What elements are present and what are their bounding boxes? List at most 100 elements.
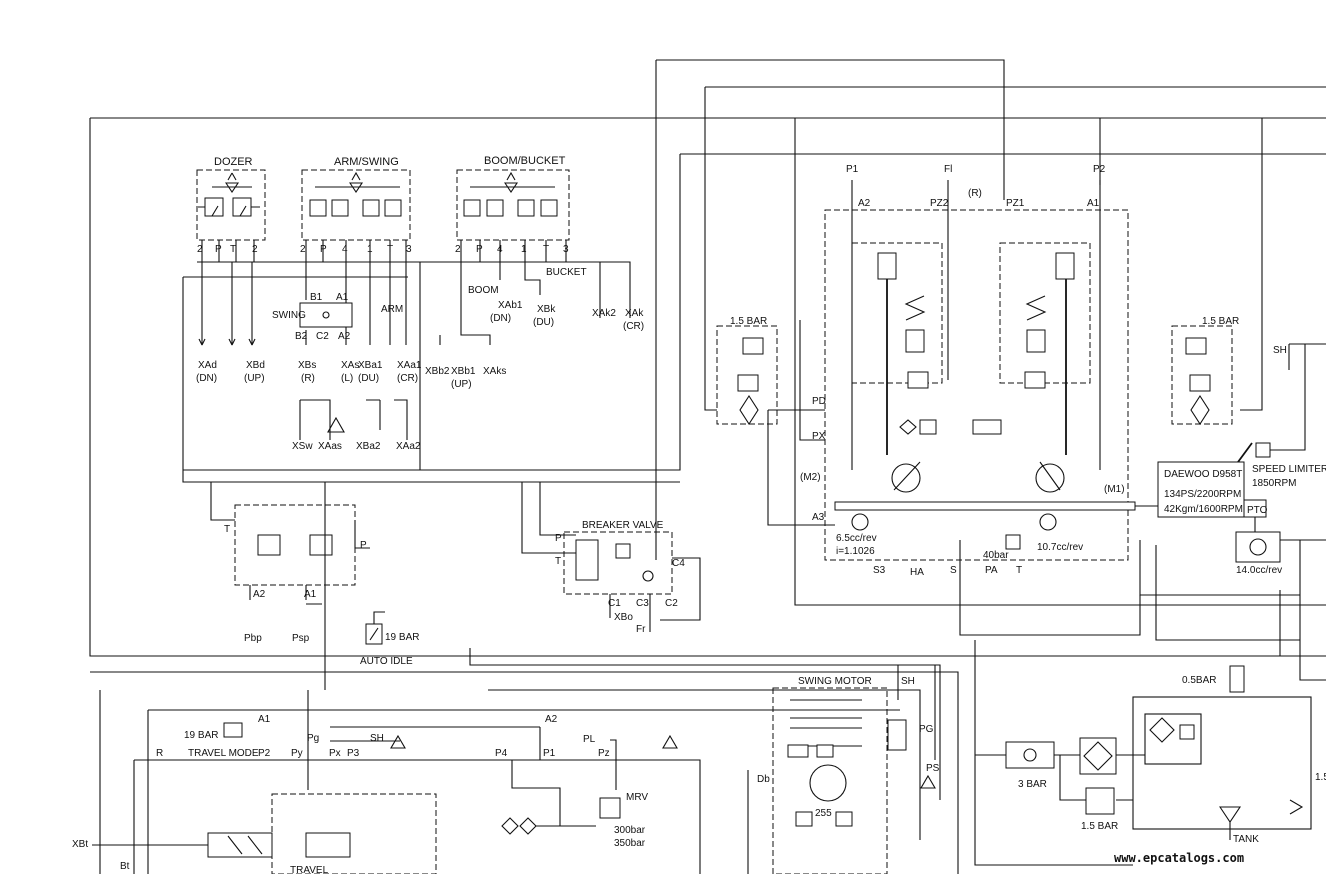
arm-label: ARM <box>381 304 403 315</box>
pilot-lines <box>197 261 631 470</box>
xbk-du: (DU) <box>533 317 554 328</box>
mrv-p2: 350bar <box>614 838 646 849</box>
swing-motor-sh: SH <box>901 676 915 687</box>
arm-port-p: P <box>320 244 327 255</box>
bucket-label: BUCKET <box>546 267 587 278</box>
pg-motor: PG <box>919 724 934 735</box>
pump-pd: PD <box>812 396 826 407</box>
bar15-right: 1.5 BAR <box>1202 316 1239 327</box>
lower-p2: P2 <box>258 748 271 759</box>
pump-pz2: PZ2 <box>930 198 949 209</box>
pump-s3: S3 <box>873 565 886 576</box>
block-t: T <box>224 524 230 535</box>
travel-mode-label: TRAVEL MODE <box>188 748 259 759</box>
xbb2: XBb2 <box>425 366 450 377</box>
boom-bucket-pilot-valve: BOOM/BUCKET 2 P 4 1 T 3 <box>455 155 570 262</box>
pump-p2: P2 <box>1093 164 1106 175</box>
swing-a1: A1 <box>336 292 349 303</box>
lower-a2: A2 <box>545 714 558 725</box>
main-pump: P1 Fl P2 A2 PZ2 (R) PZ1 A1 PD PX (M2) (M… <box>767 164 1136 578</box>
xad-dn: (DN) <box>196 373 217 384</box>
swing-b2: B2 <box>295 331 308 342</box>
dozer-port-t: T <box>230 244 236 255</box>
db-port: Db <box>757 774 770 785</box>
pump-pa: PA <box>985 565 998 576</box>
tank-label: TANK <box>1233 834 1259 845</box>
signal-labels: XAd (DN) XBd (UP) XBs (R) XAs (L) XBa1 (… <box>196 300 644 452</box>
swing-motor-label: SWING MOTOR <box>798 676 872 687</box>
swing-relief: 255 <box>815 808 832 819</box>
pump-a3: A3 <box>812 512 825 523</box>
auto-idle-valve: 19 BAR AUTO IDLE <box>360 611 419 667</box>
pump-r: (R) <box>968 188 982 199</box>
bar15-left: 1.5 BAR <box>730 316 767 327</box>
xad: XAd <box>198 360 217 371</box>
xak-cr: (CR) <box>623 321 644 332</box>
pump-ratio: i=1.1026 <box>836 546 875 557</box>
pump-px: PX <box>812 431 826 442</box>
breaker-c2: C2 <box>665 598 678 609</box>
xab1: XAb1 <box>498 300 523 311</box>
xsw: XSw <box>292 441 313 452</box>
bt: Bt <box>120 861 130 872</box>
frame-lines <box>89 59 1326 681</box>
breaker-valve: BREAKER VALVE P T C4 C1 C3 C2 XBo Fr <box>521 482 701 635</box>
block-a1: A1 <box>304 589 317 600</box>
breaker-c1: C1 <box>608 598 621 609</box>
lower-p4: P4 <box>495 748 508 759</box>
lower-py: Py <box>291 748 303 759</box>
pbp: Pbp <box>244 633 262 644</box>
pilot-reducing-block: T P A2 A1 Pbp Psp <box>210 482 370 644</box>
arm-port-t: T <box>387 244 393 255</box>
left-return-filter: 1.5 BAR <box>716 316 778 426</box>
bar05-label: 0.5BAR <box>1182 675 1216 686</box>
pump-a2: A2 <box>858 198 871 209</box>
boom-port-3: 3 <box>563 244 569 255</box>
right-return-filter: 1.5 BAR SH <box>1171 316 1326 426</box>
breaker-valve-label: BREAKER VALVE <box>582 520 664 531</box>
auto-idle-label: AUTO IDLE <box>360 656 413 667</box>
arm-port-3: 3 <box>406 244 412 255</box>
block-p: P <box>360 540 367 551</box>
pump-m2: (M2) <box>800 472 821 483</box>
bar3-label: 3 BAR <box>1018 779 1047 790</box>
xbk: XBk <box>537 304 556 315</box>
dozer-pilot-valve: DOZER 2 P T 2 <box>196 156 266 262</box>
ps-motor: PS <box>926 763 940 774</box>
pump-disp1: 6.5cc/rev <box>836 533 877 544</box>
xas-l: (L) <box>341 373 353 384</box>
engine-model: DAEWOO D958T <box>1164 469 1242 480</box>
pump-m1: (M1) <box>1104 484 1125 495</box>
xab1-dn: (DN) <box>490 313 511 324</box>
xaa2: XAa2 <box>396 441 421 452</box>
xba2: XBa2 <box>356 441 381 452</box>
xba1-du: (DU) <box>358 373 379 384</box>
swing-c2: C2 <box>316 331 329 342</box>
xba1: XBa1 <box>358 360 383 371</box>
mrv-p1: 300bar <box>614 825 646 836</box>
xak2: XAk2 <box>592 308 616 319</box>
lower-a1: A1 <box>258 714 271 725</box>
pump-a1: A1 <box>1087 198 1100 209</box>
xaks: XAks <box>483 366 506 377</box>
lower-sh: SH <box>370 733 384 744</box>
xbs-r: (R) <box>301 373 315 384</box>
travel-control-block: 19 BAR A1 A2 R TRAVEL MODE P2 Py Pg Px P… <box>72 482 959 874</box>
speed-limiter-rpm: 1850RPM <box>1252 478 1296 489</box>
lower-r: R <box>156 748 163 759</box>
arm-swing-pilot-valve: ARM/SWING 2 P 4 1 T 3 <box>300 156 412 262</box>
travel-label: TRAVEL <box>290 865 329 874</box>
lower-p1: P1 <box>543 748 556 759</box>
xbo: XBo <box>614 612 633 623</box>
swing-a2: A2 <box>338 331 351 342</box>
arm-swing-label: ARM/SWING <box>334 156 399 168</box>
xbs: XBs <box>298 360 316 371</box>
psp: Psp <box>292 633 310 644</box>
dozer-port-p: P <box>215 244 222 255</box>
dozer-port-2: 2 <box>252 244 258 255</box>
pto-disp: 14.0cc/rev <box>1236 565 1282 576</box>
pump-fl: Fl <box>944 164 952 175</box>
bar15-partial: 1.5 <box>1315 772 1326 783</box>
